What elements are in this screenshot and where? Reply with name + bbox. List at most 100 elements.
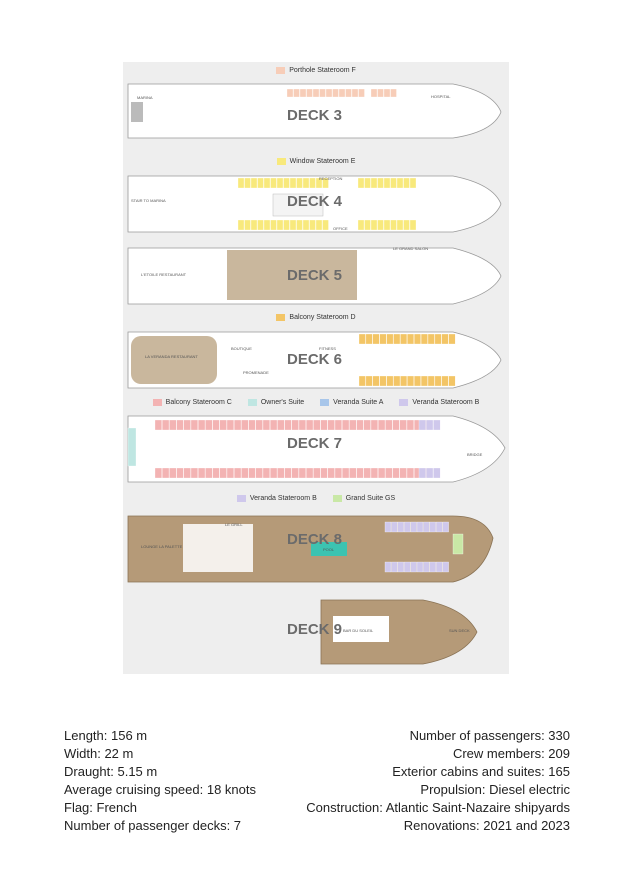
cabin bbox=[244, 219, 251, 231]
swatch-balcony-d bbox=[276, 314, 286, 321]
cabin bbox=[390, 219, 397, 231]
cabin bbox=[234, 467, 242, 479]
cabin bbox=[320, 419, 328, 431]
spec-crew: Crew members: 209 bbox=[452, 746, 570, 761]
cabin bbox=[205, 419, 213, 431]
cabin bbox=[298, 419, 306, 431]
spec-construction: Construction: Atlantic Saint-Nazaire shi… bbox=[306, 800, 570, 815]
cabin bbox=[306, 88, 313, 98]
cabin bbox=[257, 177, 264, 189]
cabin bbox=[423, 561, 430, 573]
swatch-owners-suite bbox=[247, 399, 257, 406]
cabin bbox=[205, 467, 213, 479]
cabin bbox=[418, 467, 426, 479]
cabin bbox=[270, 467, 278, 479]
cabin bbox=[433, 467, 441, 479]
cabin bbox=[377, 88, 384, 98]
cabin bbox=[378, 419, 386, 431]
veranda-restaurant-label: LA VERANDA RESTAURANT bbox=[145, 354, 198, 359]
cabin bbox=[377, 219, 384, 231]
cabin bbox=[315, 177, 323, 189]
spec-cabins: Exterior cabins and suites: 165 bbox=[392, 764, 570, 779]
cabin bbox=[250, 177, 258, 189]
cabin bbox=[363, 467, 371, 479]
cabin bbox=[306, 419, 314, 431]
cabin bbox=[386, 375, 394, 387]
grill-label: LE GRILL bbox=[225, 522, 243, 527]
cabin bbox=[396, 177, 404, 189]
legend-deck-8: Veranda Stateroom B Grand Suite GS bbox=[123, 495, 509, 502]
cabin bbox=[414, 333, 421, 345]
cabin bbox=[397, 561, 404, 573]
cabin bbox=[349, 467, 357, 479]
cabin bbox=[244, 177, 251, 189]
spec-length: Length: 156 m bbox=[64, 728, 148, 743]
cabin bbox=[427, 333, 435, 345]
cabin bbox=[416, 561, 424, 573]
legend-veranda-b: Veranda Stateroom B bbox=[399, 399, 479, 406]
cabin bbox=[385, 419, 393, 431]
office-label: OFFICE bbox=[333, 226, 348, 231]
cabin bbox=[448, 375, 456, 387]
legend-deck-6: Balcony Stateroom D bbox=[123, 314, 509, 321]
deck-5: L'ETOILE RESTAURANT LE GRAND SALON DECK … bbox=[127, 246, 502, 305]
cabin bbox=[198, 467, 206, 479]
cabin bbox=[342, 419, 350, 431]
cabin bbox=[169, 419, 177, 431]
cabin bbox=[298, 467, 306, 479]
cabin bbox=[363, 419, 371, 431]
etoile-label: L'ETOILE RESTAURANT bbox=[141, 272, 187, 277]
cabin bbox=[399, 419, 407, 431]
cabin bbox=[270, 177, 277, 189]
cabin bbox=[442, 521, 449, 533]
cabin bbox=[393, 333, 401, 345]
cabin bbox=[414, 375, 421, 387]
cabin bbox=[241, 467, 249, 479]
swatch-veranda-b bbox=[399, 399, 409, 406]
cabin bbox=[276, 177, 284, 189]
swatch-veranda-a bbox=[320, 399, 330, 406]
legend-deck-4: Window Stateroom E bbox=[123, 158, 509, 165]
cabin bbox=[410, 521, 417, 533]
spec-width: Width: 22 m bbox=[64, 746, 134, 761]
cabin bbox=[418, 419, 426, 431]
cabin bbox=[127, 427, 137, 467]
cabin bbox=[397, 521, 404, 533]
cabin bbox=[357, 219, 365, 231]
cabin bbox=[219, 467, 227, 479]
deck-8: LOUNGE LA PALETTE LE GRILL POOL DECK 8 bbox=[127, 515, 494, 583]
cabin bbox=[306, 467, 314, 479]
cabin bbox=[410, 561, 417, 573]
deck-9-label: DECK 9 bbox=[287, 621, 342, 638]
cabin bbox=[406, 419, 414, 431]
promenade-label: PROMENADE bbox=[243, 370, 269, 375]
cabin bbox=[277, 467, 285, 479]
cabin bbox=[320, 467, 328, 479]
cabin bbox=[364, 177, 371, 189]
cabin bbox=[396, 219, 404, 231]
legend-porthole-f: Porthole Stateroom F bbox=[276, 67, 356, 74]
ship-specifications: Length: 156 m Width: 22 m Draught: 5.15 … bbox=[64, 727, 570, 835]
swatch-veranda-b-deck8 bbox=[236, 495, 246, 502]
cabin bbox=[429, 561, 436, 573]
cabin bbox=[370, 219, 378, 231]
deck-6: LA VERANDA RESTAURANT BOUTIQUE FITNESS P… bbox=[127, 331, 502, 389]
specs-right-column: Number of passengers: 330 Crew members: … bbox=[306, 727, 570, 835]
cabin bbox=[404, 521, 411, 533]
cabin bbox=[190, 467, 198, 479]
cabin bbox=[190, 419, 198, 431]
cabin bbox=[365, 333, 373, 345]
pool-label: POOL bbox=[323, 547, 335, 552]
cabin bbox=[212, 419, 220, 431]
cabin bbox=[212, 467, 220, 479]
cabin bbox=[403, 177, 410, 189]
cabin bbox=[198, 419, 206, 431]
cabin bbox=[169, 467, 177, 479]
deck-4: RECEPTION STAIR TO MARINA OFFICE DECK 4 bbox=[127, 175, 502, 233]
cabin bbox=[390, 177, 397, 189]
cabin bbox=[403, 219, 410, 231]
cabin bbox=[296, 219, 303, 231]
cabin bbox=[289, 177, 297, 189]
cabin bbox=[442, 561, 449, 573]
cabin bbox=[370, 419, 378, 431]
